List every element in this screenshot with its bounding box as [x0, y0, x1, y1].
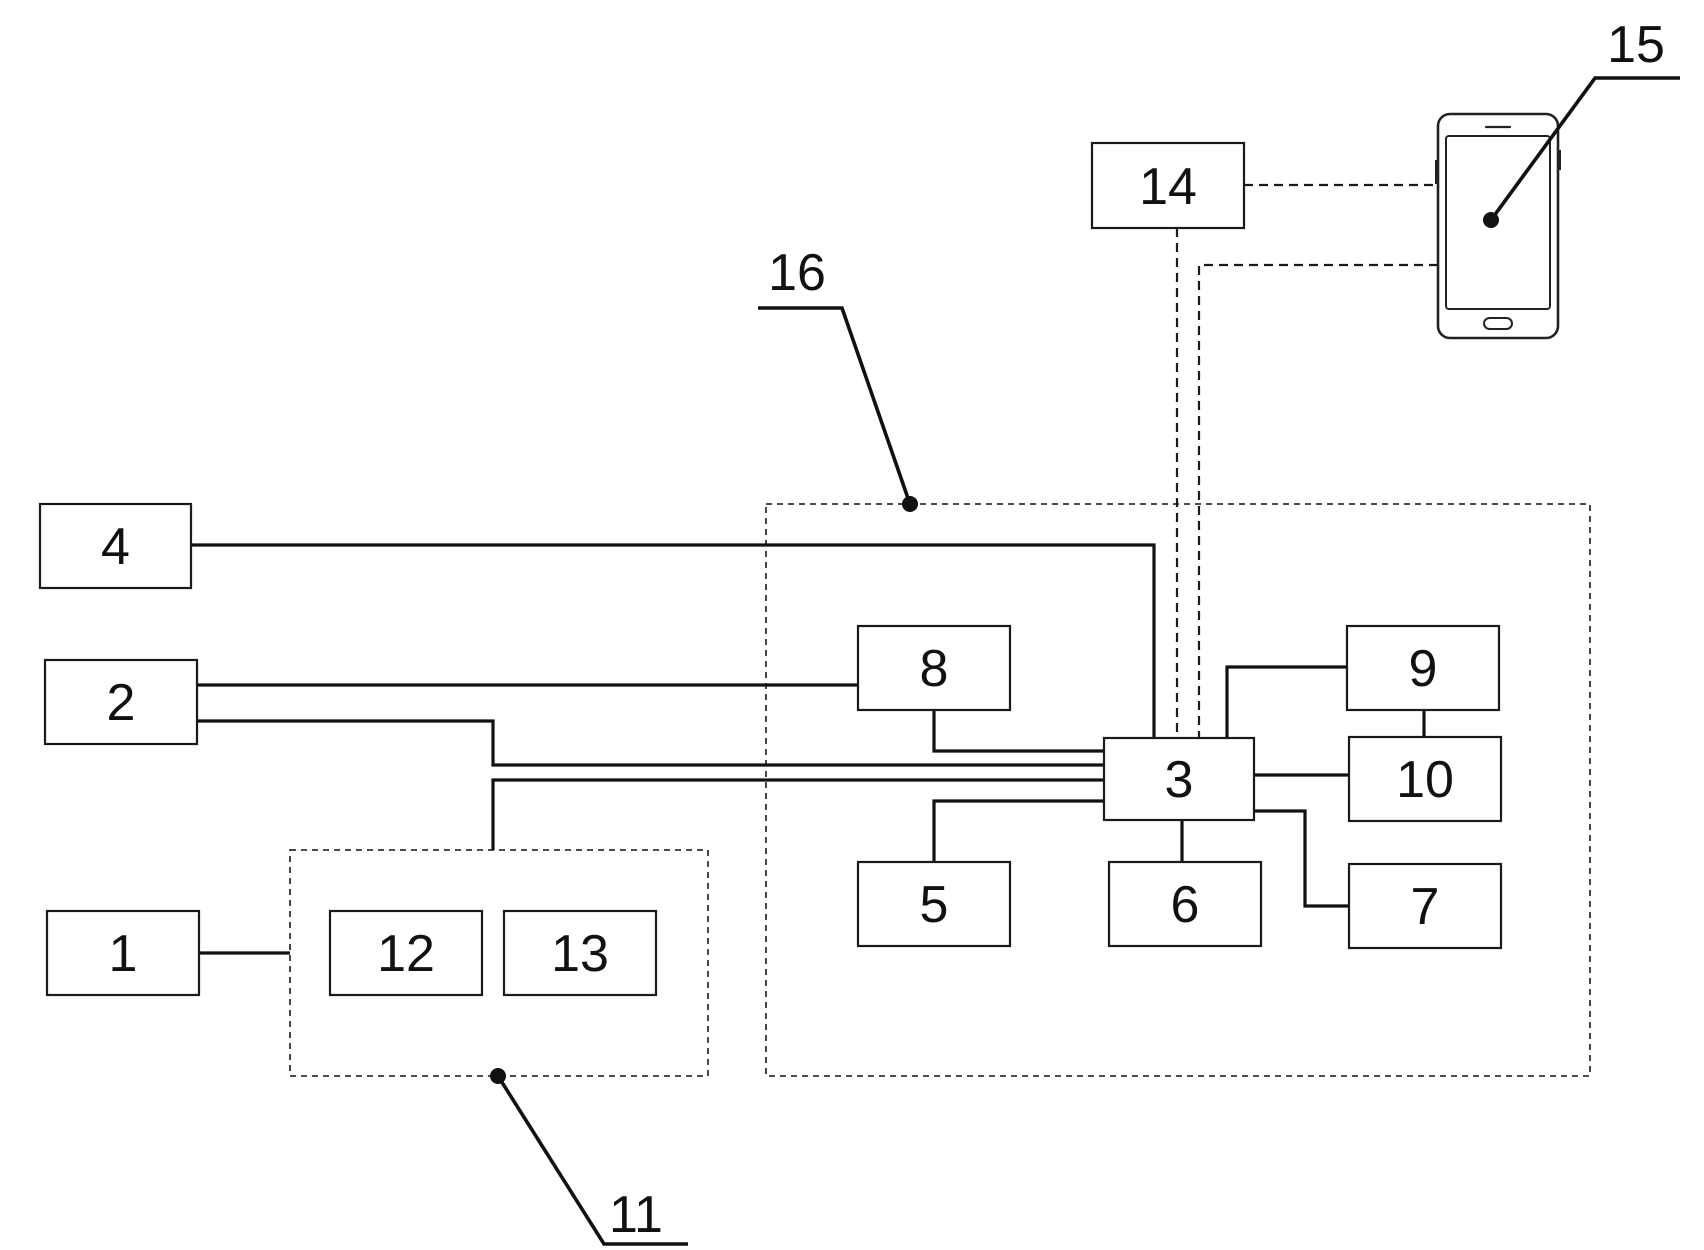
block-9: 9 [1345, 624, 1501, 712]
block-2: 2 [43, 658, 199, 746]
wire-4-3 [191, 543, 1156, 738]
wire-9-3 [1225, 665, 1347, 738]
block-5-label: 5 [920, 876, 949, 934]
block-8: 8 [856, 624, 1012, 712]
callout-16-label: 16 [768, 244, 826, 302]
block-7: 7 [1347, 862, 1503, 950]
block-8-label: 8 [920, 640, 949, 698]
block-10-label: 10 [1396, 751, 1454, 809]
block-14-label: 14 [1139, 158, 1197, 216]
block-6-label: 6 [1171, 876, 1200, 934]
callout-11-label: 11 [609, 1186, 663, 1244]
block-13: 13 [502, 909, 658, 997]
wire-5-3 [932, 799, 1104, 862]
block-4-label: 4 [101, 518, 130, 576]
block-10: 10 [1347, 735, 1503, 823]
block-3: 3 [1102, 736, 1256, 822]
block-4: 4 [38, 502, 193, 590]
callout-16: 16 [758, 244, 918, 512]
block-1: 1 [45, 909, 201, 997]
wire-11-3 [491, 778, 1104, 850]
callout-15-label: 15 [1607, 16, 1665, 74]
wire-8-3 [932, 710, 1104, 753]
block-14: 14 [1090, 141, 1246, 230]
block-9-label: 9 [1409, 640, 1438, 698]
block-13-label: 13 [551, 925, 609, 983]
block-12: 12 [328, 909, 484, 997]
wire-2-3 [197, 719, 1104, 767]
callout-11: 11 [490, 1068, 688, 1246]
wires [191, 543, 1426, 955]
wire-7-3 [1254, 809, 1349, 908]
link-15-3 [1197, 263, 1438, 738]
block-5: 5 [856, 860, 1012, 948]
block-6: 6 [1107, 860, 1263, 948]
block-1-label: 1 [109, 925, 138, 983]
block-3-label: 3 [1165, 751, 1194, 809]
block-7-label: 7 [1411, 878, 1440, 936]
callout-15: 15 [1483, 16, 1680, 228]
block-2-label: 2 [107, 674, 136, 732]
wireless-links [1175, 183, 1438, 738]
block-12-label: 12 [377, 925, 435, 983]
